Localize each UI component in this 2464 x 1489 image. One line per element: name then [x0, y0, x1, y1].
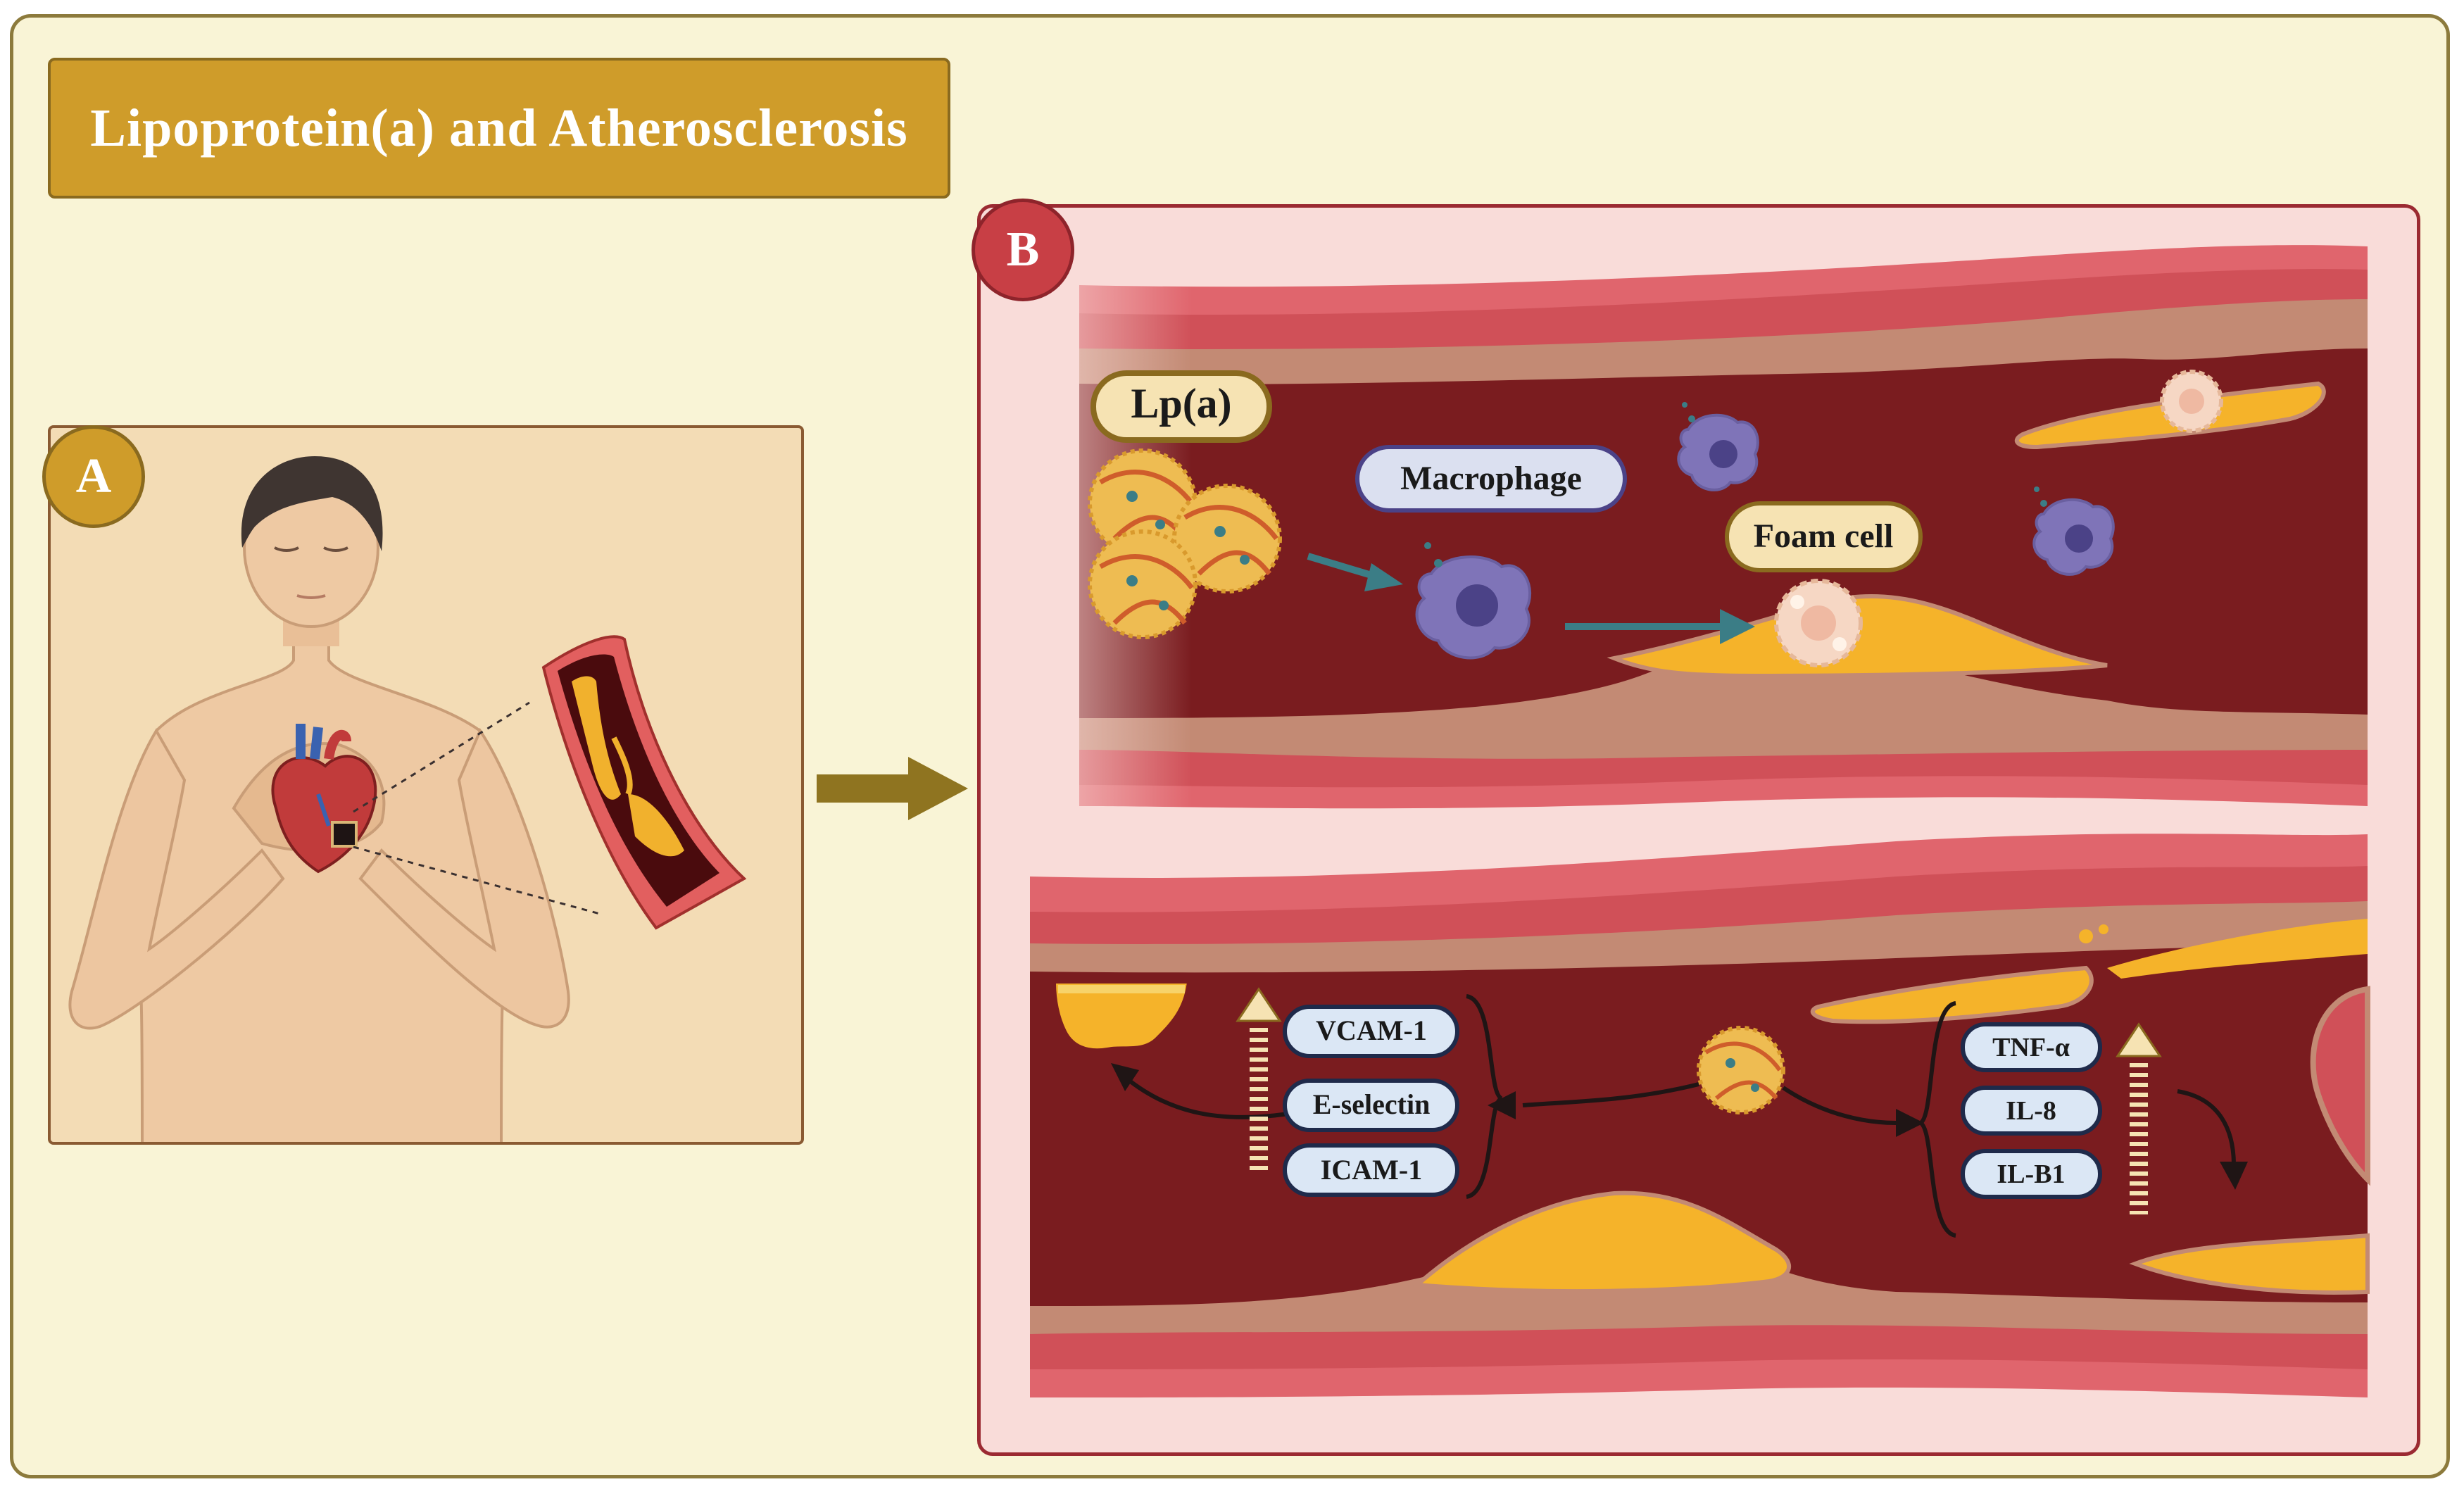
macrophage-cell — [1415, 542, 1531, 660]
endothelial-damage-icon — [1052, 981, 1190, 1052]
arrow-head — [1488, 1091, 1516, 1119]
pill-ilb1 — [1961, 1149, 2102, 1199]
arrow-lpa-to-macrophage — [1307, 553, 1380, 581]
pill-il8 — [1961, 1086, 2102, 1136]
lpa-particle — [1088, 529, 1198, 639]
heart-icon — [271, 724, 377, 874]
pill-tnfa — [1961, 1022, 2102, 1072]
artery-diagram: Lp(a) Macrophage Foam cell — [981, 245, 2370, 1397]
vcam1-label: VCAM-1 — [1316, 1014, 1427, 1046]
left-arm — [358, 727, 570, 1029]
arrow-to-adhesion — [1522, 1082, 1699, 1107]
macrophage-cell — [1677, 402, 1759, 491]
lpa-label-text: Lp(a) — [1131, 380, 1231, 427]
ilb1-label: IL-B1 — [1997, 1160, 2065, 1189]
upregulation-arrow-left — [1236, 987, 1282, 1172]
foam-cell-label-text: Foam cell — [1754, 517, 1894, 555]
cytokine-list: TNF-α IL-8 IL-B1 — [1961, 1022, 2102, 1199]
panel-a-badge: A — [42, 425, 145, 528]
right-arm — [68, 728, 285, 1030]
pill-eselectin — [1283, 1079, 1459, 1132]
hair — [241, 456, 383, 551]
il8-label: IL-8 — [2006, 1096, 2056, 1126]
arrow-to-damage — [1124, 1075, 1298, 1119]
brace-right — [1916, 1001, 1956, 1238]
arrow-head — [2220, 1162, 2248, 1190]
panel-b: Lp(a) Macrophage Foam cell — [977, 204, 2420, 1456]
panel-a — [48, 425, 804, 1145]
arrow-head — [1720, 609, 1755, 644]
arrow-head — [1896, 1109, 1924, 1137]
lpa-particle-center — [1697, 1026, 1785, 1114]
arrow-head — [1111, 1063, 1139, 1091]
macrophage-label-text: Macrophage — [1400, 460, 1582, 497]
icam1-label: ICAM-1 — [1321, 1154, 1422, 1186]
arrow-to-plaque — [2177, 1089, 2236, 1166]
lpa-label: Lp(a) — [1090, 370, 1272, 443]
brace-left — [1466, 994, 1503, 1199]
arrow-to-cytokines — [1782, 1086, 1897, 1125]
tnfa-label: TNF-α — [1992, 1033, 2070, 1062]
panel-b-badge: B — [972, 199, 1074, 301]
pill-icam1 — [1283, 1143, 1459, 1197]
adhesion-molecule-list: VCAM-1 E-selectin ICAM-1 — [1283, 1005, 1459, 1197]
zoom-line-bottom — [353, 846, 601, 915]
upregulation-arrow-right — [2116, 1022, 2162, 1214]
arrow-head — [1364, 563, 1403, 591]
lpa-particles — [1088, 448, 1282, 639]
macrophage-label: Macrophage — [1355, 445, 1627, 513]
patient-illustration — [68, 456, 747, 1142]
foam-cell-label: Foam cell — [1725, 501, 1923, 572]
eye-right — [274, 546, 299, 552]
macrophage-cell — [2032, 486, 2115, 576]
lpa-particle — [1172, 484, 1282, 593]
foam-cell — [2160, 370, 2223, 433]
eselectin-label: E-selectin — [1313, 1088, 1431, 1120]
mouth — [296, 594, 326, 599]
top-vessel — [981, 245, 2368, 820]
zoom-line-top — [353, 701, 530, 813]
foam-cell — [1774, 579, 1863, 667]
figure-title: Lipoprotein(a) and Atherosclerosis — [90, 98, 908, 158]
pill-vcam1 — [1283, 1005, 1459, 1058]
title-banner: Lipoprotein(a) and Atherosclerosis — [48, 58, 950, 199]
panel-transition-arrow — [817, 757, 968, 820]
artery-section-illustration — [541, 635, 747, 930]
eye-left — [323, 546, 348, 552]
